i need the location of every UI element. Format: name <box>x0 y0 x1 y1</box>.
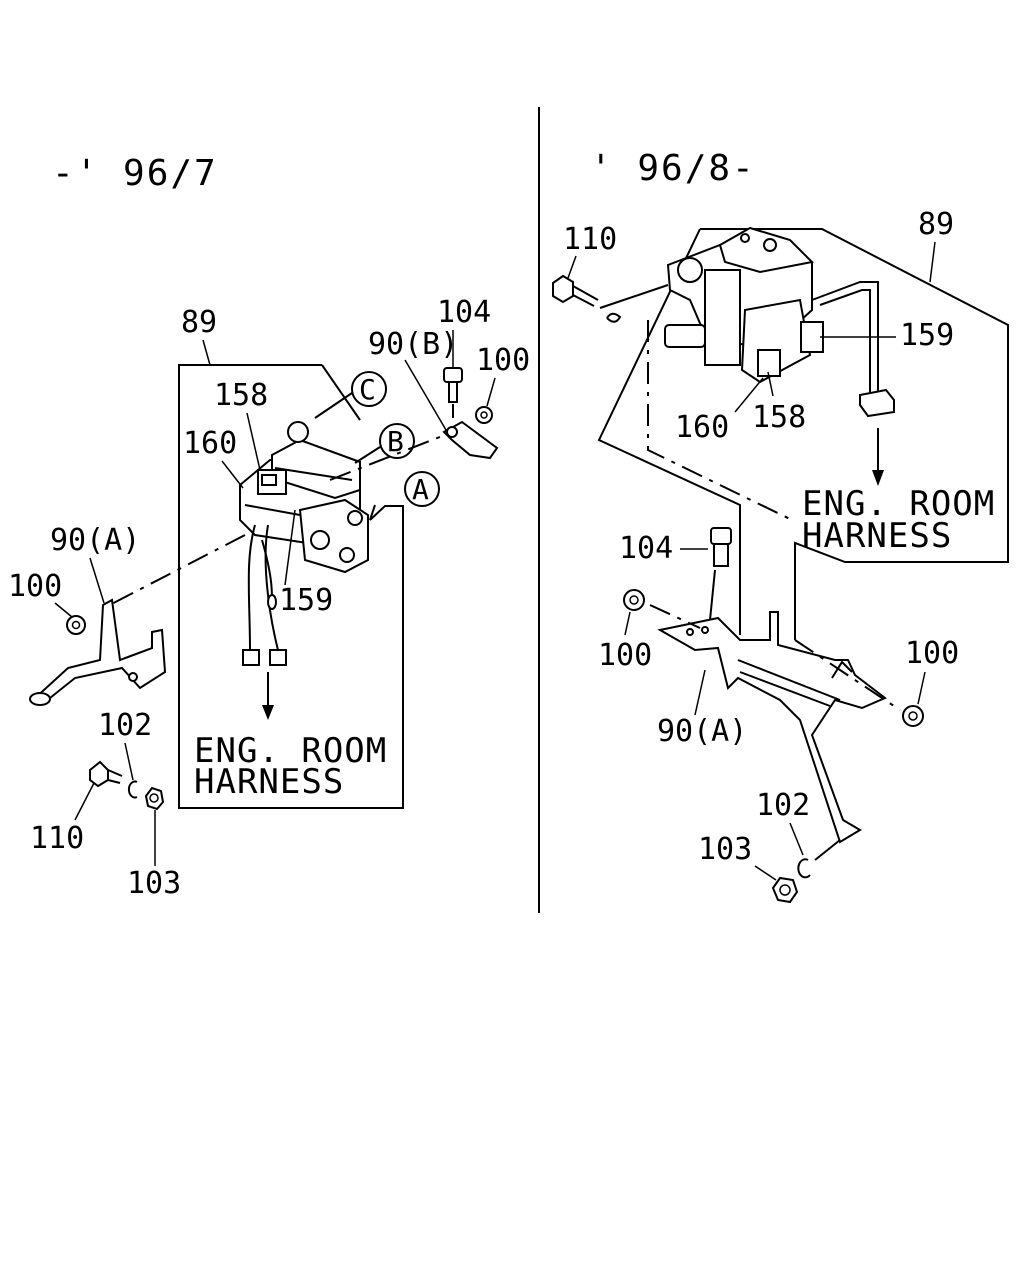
svg-text:B: B <box>387 425 404 458</box>
right-assembly-outline <box>597 228 741 635</box>
left-label-160: 160 <box>183 426 237 461</box>
left-label-110: 110 <box>30 821 84 856</box>
right-label-89: 89 <box>918 207 954 242</box>
right-nut-100-left: 100 <box>598 589 652 673</box>
left-bracket-a: 90(A) <box>29 523 167 706</box>
left-hydraulic-unit <box>239 421 369 720</box>
right-nut-100-right: 100 <box>902 636 959 727</box>
right-bracket-a: 90(A) <box>649 604 901 844</box>
left-label-158: 158 <box>214 378 268 413</box>
left-label-103: 103 <box>127 866 181 901</box>
left-panel-title: -' 96/7 <box>52 153 218 194</box>
right-label-159: 159 <box>900 318 954 353</box>
left-label-89: 89 <box>181 305 217 340</box>
left-nut-100-left: 100 <box>8 569 86 635</box>
right-bolt-110: 110 <box>552 222 617 307</box>
right-panel: ' 96/8- 89 <box>552 148 1009 904</box>
left-label-100-left: 100 <box>8 569 62 604</box>
left-label-90a: 90(A) <box>50 523 140 558</box>
left-nut-103: 103 <box>127 786 181 901</box>
left-washer-102: 102 <box>98 708 152 799</box>
left-label-159: 159 <box>279 583 333 618</box>
right-label-104: 104 <box>619 531 673 566</box>
left-label-102: 102 <box>98 708 152 743</box>
svg-text:A: A <box>412 473 429 506</box>
right-label-102: 102 <box>756 788 810 823</box>
right-label-100-right: 100 <box>905 636 959 671</box>
svg-text:C: C <box>359 373 376 406</box>
right-label-90a: 90(A) <box>657 714 747 749</box>
left-harness-line1: ENG. ROOM <box>194 731 387 771</box>
right-label-160: 160 <box>675 410 729 445</box>
right-hydraulic-unit <box>599 226 895 486</box>
right-nut-103: 103 <box>698 832 799 904</box>
left-bolt-104: 104 <box>437 295 491 418</box>
left-circled-refs: C B A <box>314 371 440 507</box>
left-bracket-b: 90(B) <box>368 327 499 460</box>
right-label-103: 103 <box>698 832 752 867</box>
left-label-104: 104 <box>437 295 491 330</box>
right-panel-title: ' 96/8- <box>590 148 756 189</box>
right-label-100-left: 100 <box>598 638 652 673</box>
left-assembly-outline <box>178 364 404 809</box>
left-bolt-110: 110 <box>30 760 123 856</box>
right-harness-line1: ENG. ROOM <box>802 484 995 524</box>
left-label-100-right: 100 <box>476 343 530 378</box>
right-label-110: 110 <box>563 222 617 257</box>
left-nut-100-right: 100 <box>475 343 530 424</box>
right-label-158: 158 <box>752 400 806 435</box>
right-harness-line2: HARNESS <box>802 516 952 556</box>
left-label-90b: 90(B) <box>368 327 458 362</box>
right-washer-102: 102 <box>756 788 841 879</box>
right-bolt-104: 104 <box>619 527 732 621</box>
left-panel: -' 96/7 89 <box>8 153 530 901</box>
left-harness-line2: HARNESS <box>194 762 344 802</box>
